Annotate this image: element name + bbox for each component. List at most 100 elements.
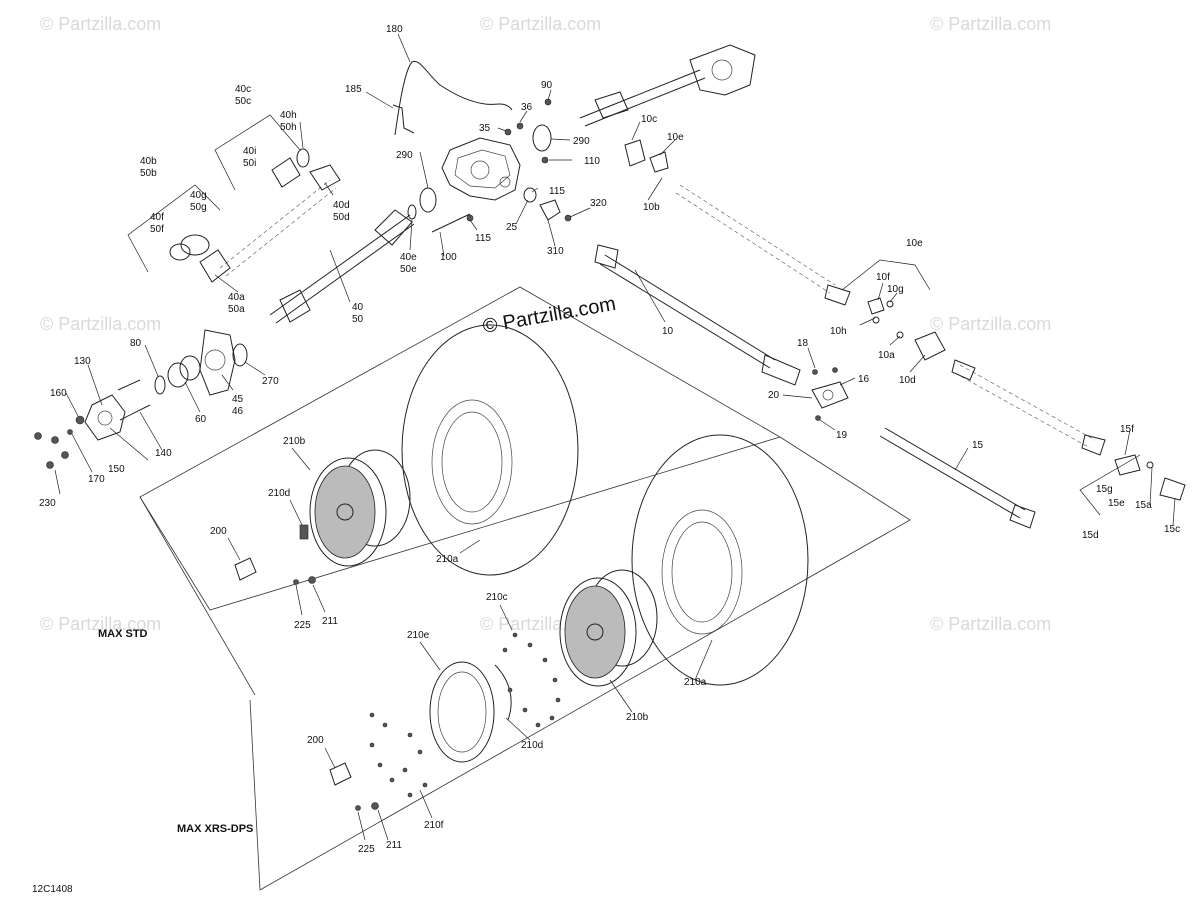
callout: 160 (50, 388, 67, 399)
watermark: © Partzilla.com (40, 614, 161, 634)
bolt-35 (504, 128, 512, 136)
callout: 15e (1108, 498, 1125, 509)
bracket-15d (1079, 454, 1141, 516)
callout: 18 (797, 338, 809, 349)
callout: 210a (684, 677, 707, 688)
callout: 110 (584, 156, 600, 167)
nut-230c (46, 461, 54, 469)
watermark-group: © Partzilla.com © Partzilla.com © Partzi… (40, 14, 1051, 634)
callout: 210b (626, 712, 649, 723)
seal-290-left (419, 187, 437, 213)
hub-cap-200-std (234, 557, 257, 581)
callout: 40f (150, 212, 164, 223)
callout: 115 (475, 233, 491, 244)
bolt-100 (431, 213, 471, 233)
nut-211-std (308, 576, 316, 584)
callout: 20 (768, 390, 780, 401)
shaft-15 (879, 427, 1036, 529)
callout: 320 (590, 198, 607, 209)
weight-210d-xrs (494, 664, 512, 721)
hub-cap-200-xrs (329, 762, 352, 786)
callout: 45 (232, 394, 244, 405)
cotter-170 (67, 429, 73, 435)
callout: 80 (130, 338, 142, 349)
ring-25 (523, 187, 537, 203)
callout: 15 (972, 440, 984, 451)
callout: 225 (358, 844, 375, 855)
callout: 115 (549, 186, 565, 197)
callout: 230 (39, 498, 56, 509)
bracket-40b (127, 184, 221, 273)
nut-230a (34, 432, 42, 440)
callout: 210d (268, 488, 290, 499)
nut-230b (51, 436, 59, 444)
watermark: © Partzilla.com (930, 14, 1051, 34)
u-joint-10 (867, 297, 946, 361)
tire-std (401, 324, 579, 576)
callout: 50d (333, 212, 350, 223)
callout: 60 (195, 414, 207, 425)
front-driveshaft (579, 44, 756, 127)
callout: 19 (836, 430, 848, 441)
callout: 16 (858, 374, 870, 385)
callout: 15d (1082, 530, 1099, 541)
brake-line-clip (392, 104, 415, 134)
variant-std: MAX STD (98, 628, 148, 640)
bracket-40c (214, 114, 301, 191)
u-joint-15 (1114, 454, 1186, 501)
nut-160 (75, 415, 85, 425)
callout: 10f (876, 272, 890, 283)
callout: 50e (400, 264, 417, 275)
callout: 40i (243, 146, 256, 157)
callout: 200 (307, 735, 324, 746)
callout: 270 (262, 376, 279, 387)
beadlock-ring-inner (437, 671, 487, 753)
variant-xrs: MAX XRS-DPS (177, 823, 253, 835)
callout: 140 (155, 448, 172, 459)
drawing-code: 12C1408 (32, 884, 73, 895)
tire-xrs (631, 434, 809, 686)
callout: 40c (235, 84, 251, 95)
leader-lines (54, 33, 1176, 841)
callout: 10b (643, 202, 660, 213)
callout: 10g (887, 284, 904, 295)
watermark: © Partzilla.com (40, 314, 161, 334)
prop-shaft-10b (624, 139, 851, 306)
callout-labels: 180 185 90 36 35 290 110 290 115 320 25 … (32, 24, 1180, 895)
carrier-bearing (811, 367, 849, 421)
callout: 210c (486, 592, 508, 603)
rim-std (309, 449, 411, 567)
callout: 10 (662, 326, 674, 337)
callout: 35 (479, 123, 491, 134)
callout: 50g (190, 202, 207, 213)
callout: 210a (436, 554, 459, 565)
callout: 10d (899, 375, 916, 386)
callout: 185 (345, 84, 362, 95)
nut-110 (541, 156, 549, 164)
seal-290-right (532, 124, 552, 152)
callout: 40a (228, 292, 245, 303)
callout: 40d (333, 200, 350, 211)
callout: 210d (521, 740, 543, 751)
prop-shaft-10 (594, 244, 801, 386)
std-frame (139, 286, 781, 611)
callout: 40e (400, 252, 417, 263)
callout: 15c (1164, 524, 1180, 535)
callout: 50b (140, 168, 157, 179)
callout: 90 (541, 80, 553, 91)
watermark: © Partzilla.com (480, 14, 601, 34)
valve-225-std (293, 579, 299, 585)
callout: 290 (573, 136, 590, 147)
callout: 50h (280, 122, 297, 133)
callout: 40g (190, 190, 207, 201)
hub-130 (84, 379, 151, 441)
nut-211-xrs (371, 802, 379, 810)
xrs-frame-left (139, 496, 256, 696)
callout: 40b (140, 156, 157, 167)
callout: 211 (322, 616, 338, 627)
valve-225-xrs (355, 805, 361, 811)
callout: 10e (906, 238, 923, 249)
callout: 225 (294, 620, 311, 631)
bracket-320 (539, 199, 561, 221)
bearing-60 (167, 355, 201, 388)
